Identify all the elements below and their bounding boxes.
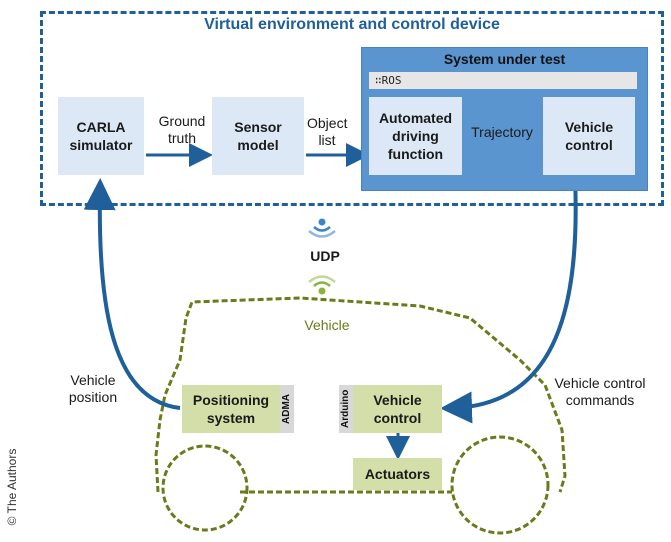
sensor-model-box: Sensor model — [212, 97, 304, 175]
vehicle-control-box: Vehicle control — [353, 385, 442, 433]
vehicle-outline — [154, 296, 567, 493]
vehicle-control-commands-label: Vehicle control commands — [554, 375, 646, 408]
sut-vehicle-control-box: Vehicle control — [543, 97, 635, 175]
virtual-environment-title: Virtual environment and control device — [204, 16, 500, 33]
automated-driving-function-box: Automated driving function — [369, 97, 462, 175]
object-list-label: Object list — [307, 115, 348, 148]
vehicle-title: Vehicle — [304, 317, 350, 333]
rear-wheel — [161, 444, 249, 532]
front-wheel — [450, 435, 550, 535]
vehicle-position-label: Vehicle position — [68, 372, 118, 405]
ground-truth-label: Ground truth — [158, 113, 206, 146]
ros-bar: ∷ROS — [369, 72, 637, 89]
trajectory-label: Trajectory — [471, 124, 533, 140]
arduino-tag: Arduino — [339, 385, 353, 433]
arrow-vehicle-commands — [440, 176, 578, 424]
positioning-system-box: Positioning system — [182, 385, 280, 433]
wifi-up-icon — [308, 275, 336, 295]
adma-tag: ADMA — [280, 385, 294, 433]
virtual-environment-frame — [40, 11, 664, 206]
udp-label: UDP — [310, 248, 340, 264]
copyright-note: © The Authors — [5, 448, 19, 526]
wifi-down-icon — [308, 218, 336, 238]
actuators-box: Actuators — [353, 458, 442, 490]
arrow-vehicle-position — [83, 178, 181, 410]
system-under-test-title: System under test — [443, 51, 566, 67]
carla-simulator-box: CARLA simulator — [58, 97, 144, 175]
